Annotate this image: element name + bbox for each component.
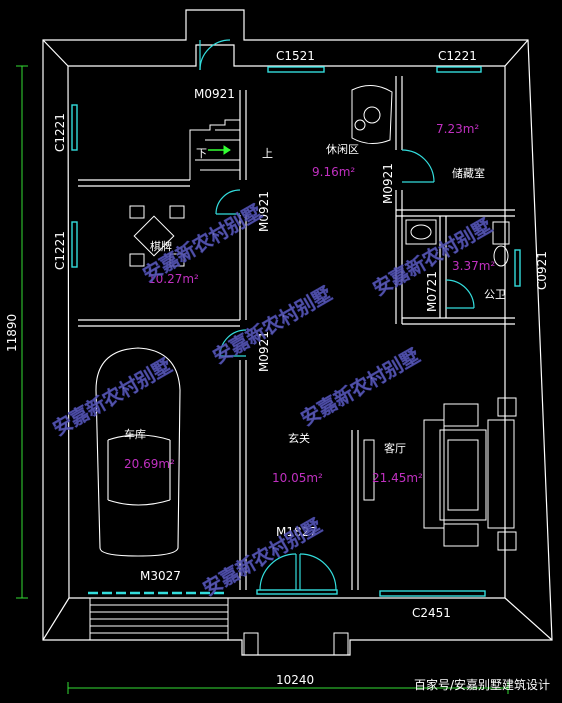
card-table-icon <box>129 205 185 267</box>
door-m0921-chess <box>215 189 241 215</box>
label-m0921-top: M0921 <box>194 87 235 101</box>
windows <box>71 66 521 597</box>
label-m0921-vertical: M0921 <box>257 191 271 232</box>
room-storage-name: 储藏室 <box>452 166 485 180</box>
label-c1221-top: C1221 <box>438 49 477 63</box>
stair-up-label: 上 <box>262 147 273 160</box>
interior-walls <box>78 76 515 590</box>
room-garage-name: 车库 <box>124 427 146 441</box>
bathroom-fixtures-icon <box>405 219 510 267</box>
room-leisure-name: 休闲区 <box>326 142 359 156</box>
label-m0721: M0721 <box>425 271 439 312</box>
window-c1221-left-upper <box>71 104 78 151</box>
room-toilet-area: 3.37m² <box>452 259 495 273</box>
door-m1827-left <box>259 553 297 591</box>
dimension-height: 11890 <box>5 314 19 352</box>
staircase <box>189 119 240 180</box>
room-chess-name: 棋牌 <box>150 239 172 253</box>
room-living-area: 21.45m² <box>372 471 423 485</box>
watermark: 安嘉新农村别墅 <box>209 282 336 368</box>
footer-credit: 百家号/安嘉别墅建筑设计 <box>413 678 550 692</box>
label-m0921-lower: M0921 <box>257 331 271 372</box>
front-steps <box>89 598 349 656</box>
watermark: 安嘉新农村别墅 <box>297 344 424 430</box>
exterior-walls <box>42 9 553 656</box>
window-c1221-left-lower <box>71 221 78 268</box>
room-storage-area: 7.23m² <box>436 122 479 136</box>
dimension-lines <box>16 65 509 694</box>
stair-down-label: 下 <box>196 147 207 160</box>
window-c1521 <box>267 66 325 73</box>
label-m3027: M3027 <box>140 569 181 583</box>
room-toilet-name: 公卫 <box>484 288 506 301</box>
room-leisure-area: 9.16m² <box>312 165 355 179</box>
watermark: 安嘉新农村别墅 <box>199 514 326 600</box>
door-m0921-storage <box>401 149 435 183</box>
lounge-chairs-icon <box>351 85 393 144</box>
label-c2451: C2451 <box>412 606 451 620</box>
door-m1827-right <box>299 553 337 591</box>
window-c1221-top <box>436 66 482 73</box>
room-living-name: 客厅 <box>384 441 406 455</box>
sofa-set-icon <box>363 397 517 551</box>
label-c0921: C0921 <box>535 251 549 290</box>
door-m0921-lower <box>219 329 247 357</box>
label-c1521: C1521 <box>276 49 315 63</box>
label-m0921-storage: M0921 <box>381 163 395 204</box>
room-chess-area: 10.27m² <box>148 272 199 286</box>
dimension-width: 10240 <box>276 673 314 687</box>
label-m1827: M1827 <box>276 525 317 539</box>
room-garage-area: 20.69m² <box>124 457 175 471</box>
car-icon <box>95 347 181 557</box>
room-foyer-area: 10.05m² <box>272 471 323 485</box>
label-c1221-left-lower: C1221 <box>53 231 67 270</box>
room-foyer-name: 玄关 <box>288 431 310 445</box>
door-m0721 <box>445 279 475 309</box>
doors <box>199 39 475 591</box>
label-c1221-left-upper: C1221 <box>53 113 67 152</box>
window-c0921 <box>514 249 521 287</box>
window-entry <box>256 589 338 595</box>
window-c2451 <box>379 590 486 597</box>
